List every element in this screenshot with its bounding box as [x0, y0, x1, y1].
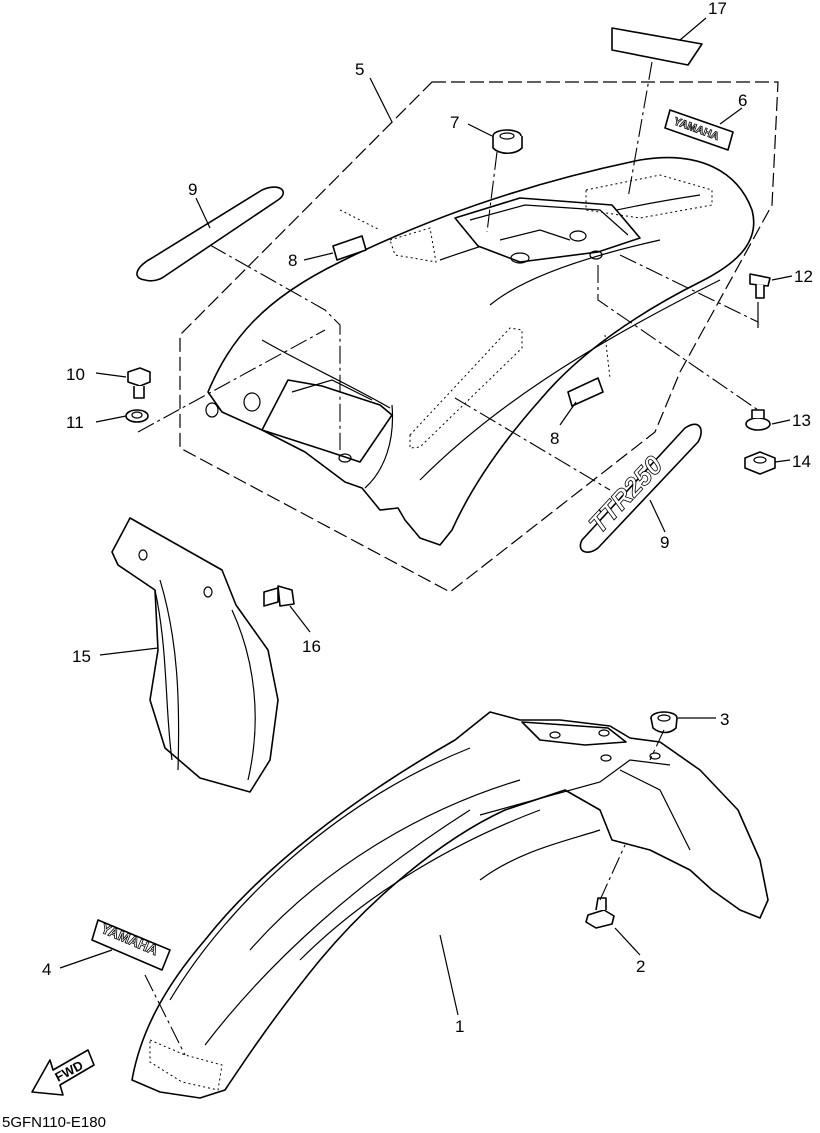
alignment-line-17 — [627, 61, 653, 199]
part-3-grommet[interactable] — [650, 711, 678, 734]
callout-10: 10 — [66, 365, 85, 384]
callout-15: 15 — [72, 647, 91, 666]
part-8-pad-upper[interactable] — [332, 235, 367, 261]
part-15-mud-guard[interactable] — [111, 517, 279, 793]
rear-fender-assembly-boundary — [179, 81, 779, 593]
callout-12: 12 — [794, 267, 813, 286]
part-13-collar[interactable] — [745, 409, 771, 431]
part-14-nut[interactable] — [744, 451, 776, 475]
alignment-line-10 — [137, 329, 326, 433]
part-10-bolt[interactable] — [127, 367, 151, 399]
callout-labels: 17 5 6 7 9 8 10 11 12 13 14 8 9 15 16 3 … — [42, 0, 813, 1036]
alignment-line-3 — [649, 729, 665, 761]
callout-5: 5 — [355, 60, 364, 79]
part-2-screw[interactable] — [585, 897, 615, 929]
callout-2: 2 — [636, 957, 645, 976]
part-9-side-strip[interactable] — [136, 186, 284, 282]
part-7-damper[interactable] — [492, 129, 523, 155]
callout-11: 11 — [66, 413, 84, 432]
part-6-yamaha-rear-decal[interactable]: YAMAHA — [664, 109, 734, 151]
part-11-washer[interactable] — [125, 409, 149, 423]
part-4-yamaha-side-decal[interactable]: YAMAHA — [91, 919, 171, 971]
callout-9b: 9 — [660, 533, 669, 552]
callout-1: 1 — [455, 1017, 464, 1036]
callout-6: 6 — [738, 91, 747, 110]
alignment-line-4 — [144, 974, 186, 1056]
fwd-arrow-icon: FWD — [31, 1049, 95, 1096]
callout-7: 7 — [450, 113, 459, 132]
model-decal-text: TTR250 — [582, 450, 668, 540]
diagram-code: 5GFN110-E180 — [2, 1114, 106, 1131]
alignment-line-9b — [454, 397, 611, 491]
part-16-bolt[interactable] — [263, 585, 295, 607]
callout-13: 13 — [792, 411, 811, 430]
callout-4: 4 — [42, 960, 51, 979]
alignment-line-12 — [619, 254, 759, 323]
part-8-pad-lower[interactable] — [567, 377, 604, 407]
callout-8a: 8 — [288, 251, 297, 270]
callout-9a: 9 — [188, 180, 197, 199]
callout-17: 17 — [708, 0, 727, 18]
callout-14: 14 — [792, 452, 811, 471]
alignment-line-2 — [599, 844, 626, 901]
alignment-line-seat-damper — [486, 151, 498, 233]
leader-lines — [59, 17, 793, 1016]
alignment-line-9a — [209, 244, 341, 450]
rear-fender[interactable] — [205, 156, 755, 546]
part-1-front-fender[interactable] — [131, 711, 769, 1099]
callout-3: 3 — [720, 710, 729, 729]
callout-8b: 8 — [550, 429, 559, 448]
part-12-bolt[interactable] — [749, 273, 771, 299]
part-17-pad[interactable] — [611, 27, 703, 66]
callout-16: 16 — [302, 637, 321, 656]
alignment-line-13 — [597, 265, 759, 411]
